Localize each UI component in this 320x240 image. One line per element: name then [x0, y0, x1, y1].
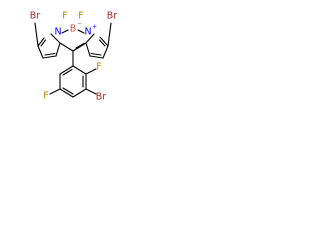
bond [59, 65, 74, 75]
bond [102, 45, 109, 59]
bond [75, 42, 85, 49]
nitrogen-charge: + [92, 24, 97, 31]
bond [49, 88, 61, 95]
bond [62, 87, 74, 95]
bond [59, 88, 74, 98]
bond [37, 45, 44, 59]
bond [85, 33, 95, 44]
atom-f-aryl-ortho: F [96, 62, 101, 73]
atom-f-boron-right: F [78, 11, 83, 22]
atom-br-top-right: Br [107, 11, 118, 22]
structure-drawing: Br F F Br N B − N + F F Br [30, 11, 118, 103]
bond [59, 42, 74, 52]
bond [44, 52, 56, 56]
atom-n-right: N [84, 27, 91, 38]
bond [99, 36, 109, 47]
atom-f-aryl-meta: F [43, 91, 48, 102]
bond [89, 55, 104, 59]
bond [37, 37, 45, 47]
bond [90, 52, 102, 56]
atom-f-boron-left: F [62, 11, 67, 22]
atom-br-top-left: Br [30, 11, 41, 22]
bond [85, 68, 97, 75]
bond [50, 33, 61, 44]
bond [40, 39, 47, 47]
bonds [34, 22, 112, 98]
bond [55, 42, 61, 57]
bond [77, 29, 85, 34]
bond [72, 88, 87, 98]
bond [72, 42, 87, 52]
atom-b-center: B [70, 24, 77, 35]
bond [85, 88, 97, 95]
atom-n-left: N [54, 27, 61, 38]
bond [85, 42, 91, 57]
bond [61, 29, 69, 34]
molecule-diagram: Br F F Br N B − N + F F Br [0, 0, 152, 152]
bond [98, 39, 106, 47]
bond [62, 68, 73, 76]
bond [34, 22, 39, 47]
bond [107, 22, 112, 47]
bond [72, 65, 87, 75]
atom-br-aryl: Br [96, 92, 107, 103]
boron-charge: − [77, 21, 82, 28]
bond [42, 55, 57, 59]
